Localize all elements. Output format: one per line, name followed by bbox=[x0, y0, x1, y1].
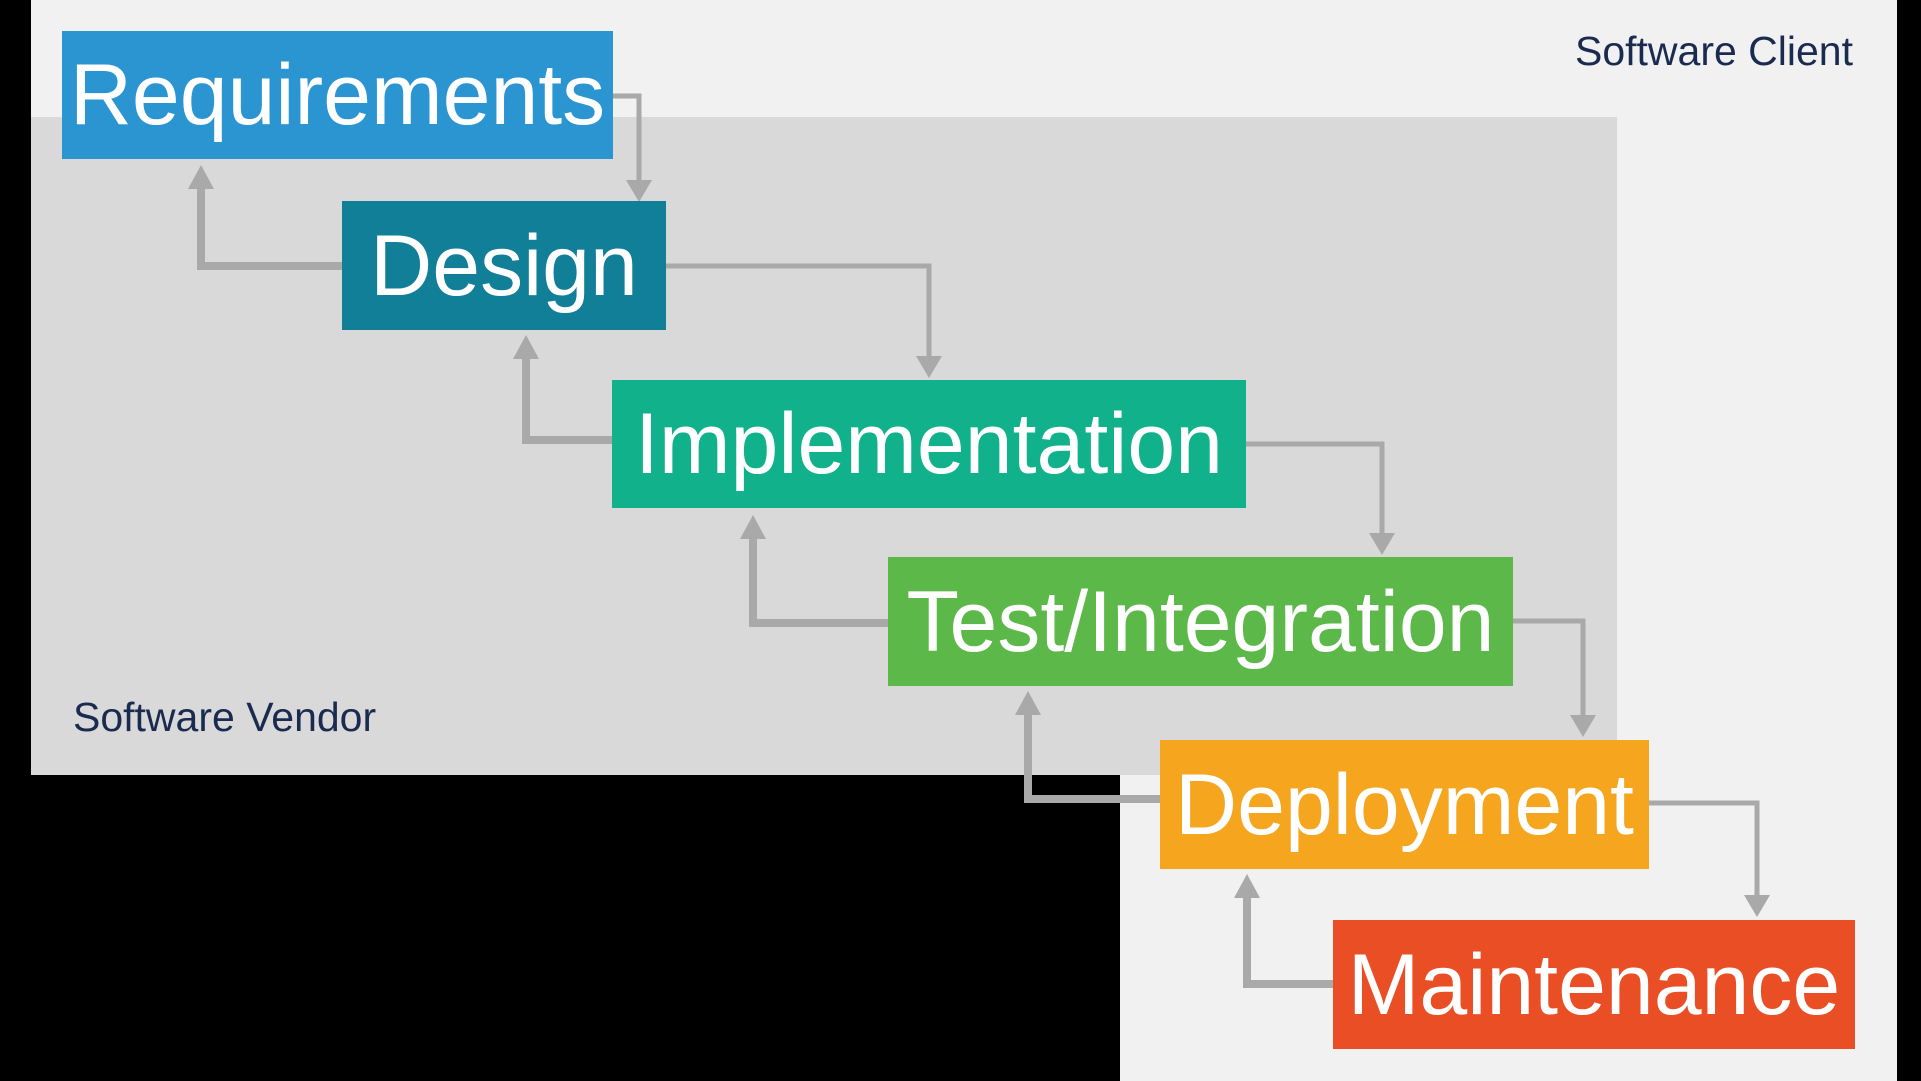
right-black-bar bbox=[1897, 0, 1921, 1081]
stage-design-label: Design bbox=[370, 217, 638, 314]
stage-maintenance: Maintenance bbox=[1333, 920, 1855, 1049]
vendor-zone-label: Software Vendor bbox=[73, 694, 377, 740]
arrow-maintenance-to-deployment-feedback bbox=[1234, 874, 1333, 988]
stage-deployment-label: Deployment bbox=[1175, 756, 1634, 853]
client-zone-label: Software Client bbox=[1574, 28, 1853, 74]
stage-implementation: Implementation bbox=[612, 380, 1246, 508]
arrow-deployment-to-maintenance bbox=[1649, 800, 1770, 917]
stage-deployment: Deployment bbox=[1160, 740, 1649, 869]
stage-test-integration-label: Test/Integration bbox=[906, 573, 1495, 670]
stage-implementation-label: Implementation bbox=[635, 396, 1223, 492]
stage-design: Design bbox=[342, 201, 666, 330]
stage-requirements: Requirements bbox=[62, 31, 613, 159]
bottom-left-black-area bbox=[0, 775, 1120, 1081]
stage-maintenance-label: Maintenance bbox=[1347, 936, 1841, 1033]
left-black-bar bbox=[0, 0, 31, 1081]
stage-requirements-label: Requirements bbox=[69, 47, 606, 143]
stage-test-integration: Test/Integration bbox=[888, 557, 1513, 686]
